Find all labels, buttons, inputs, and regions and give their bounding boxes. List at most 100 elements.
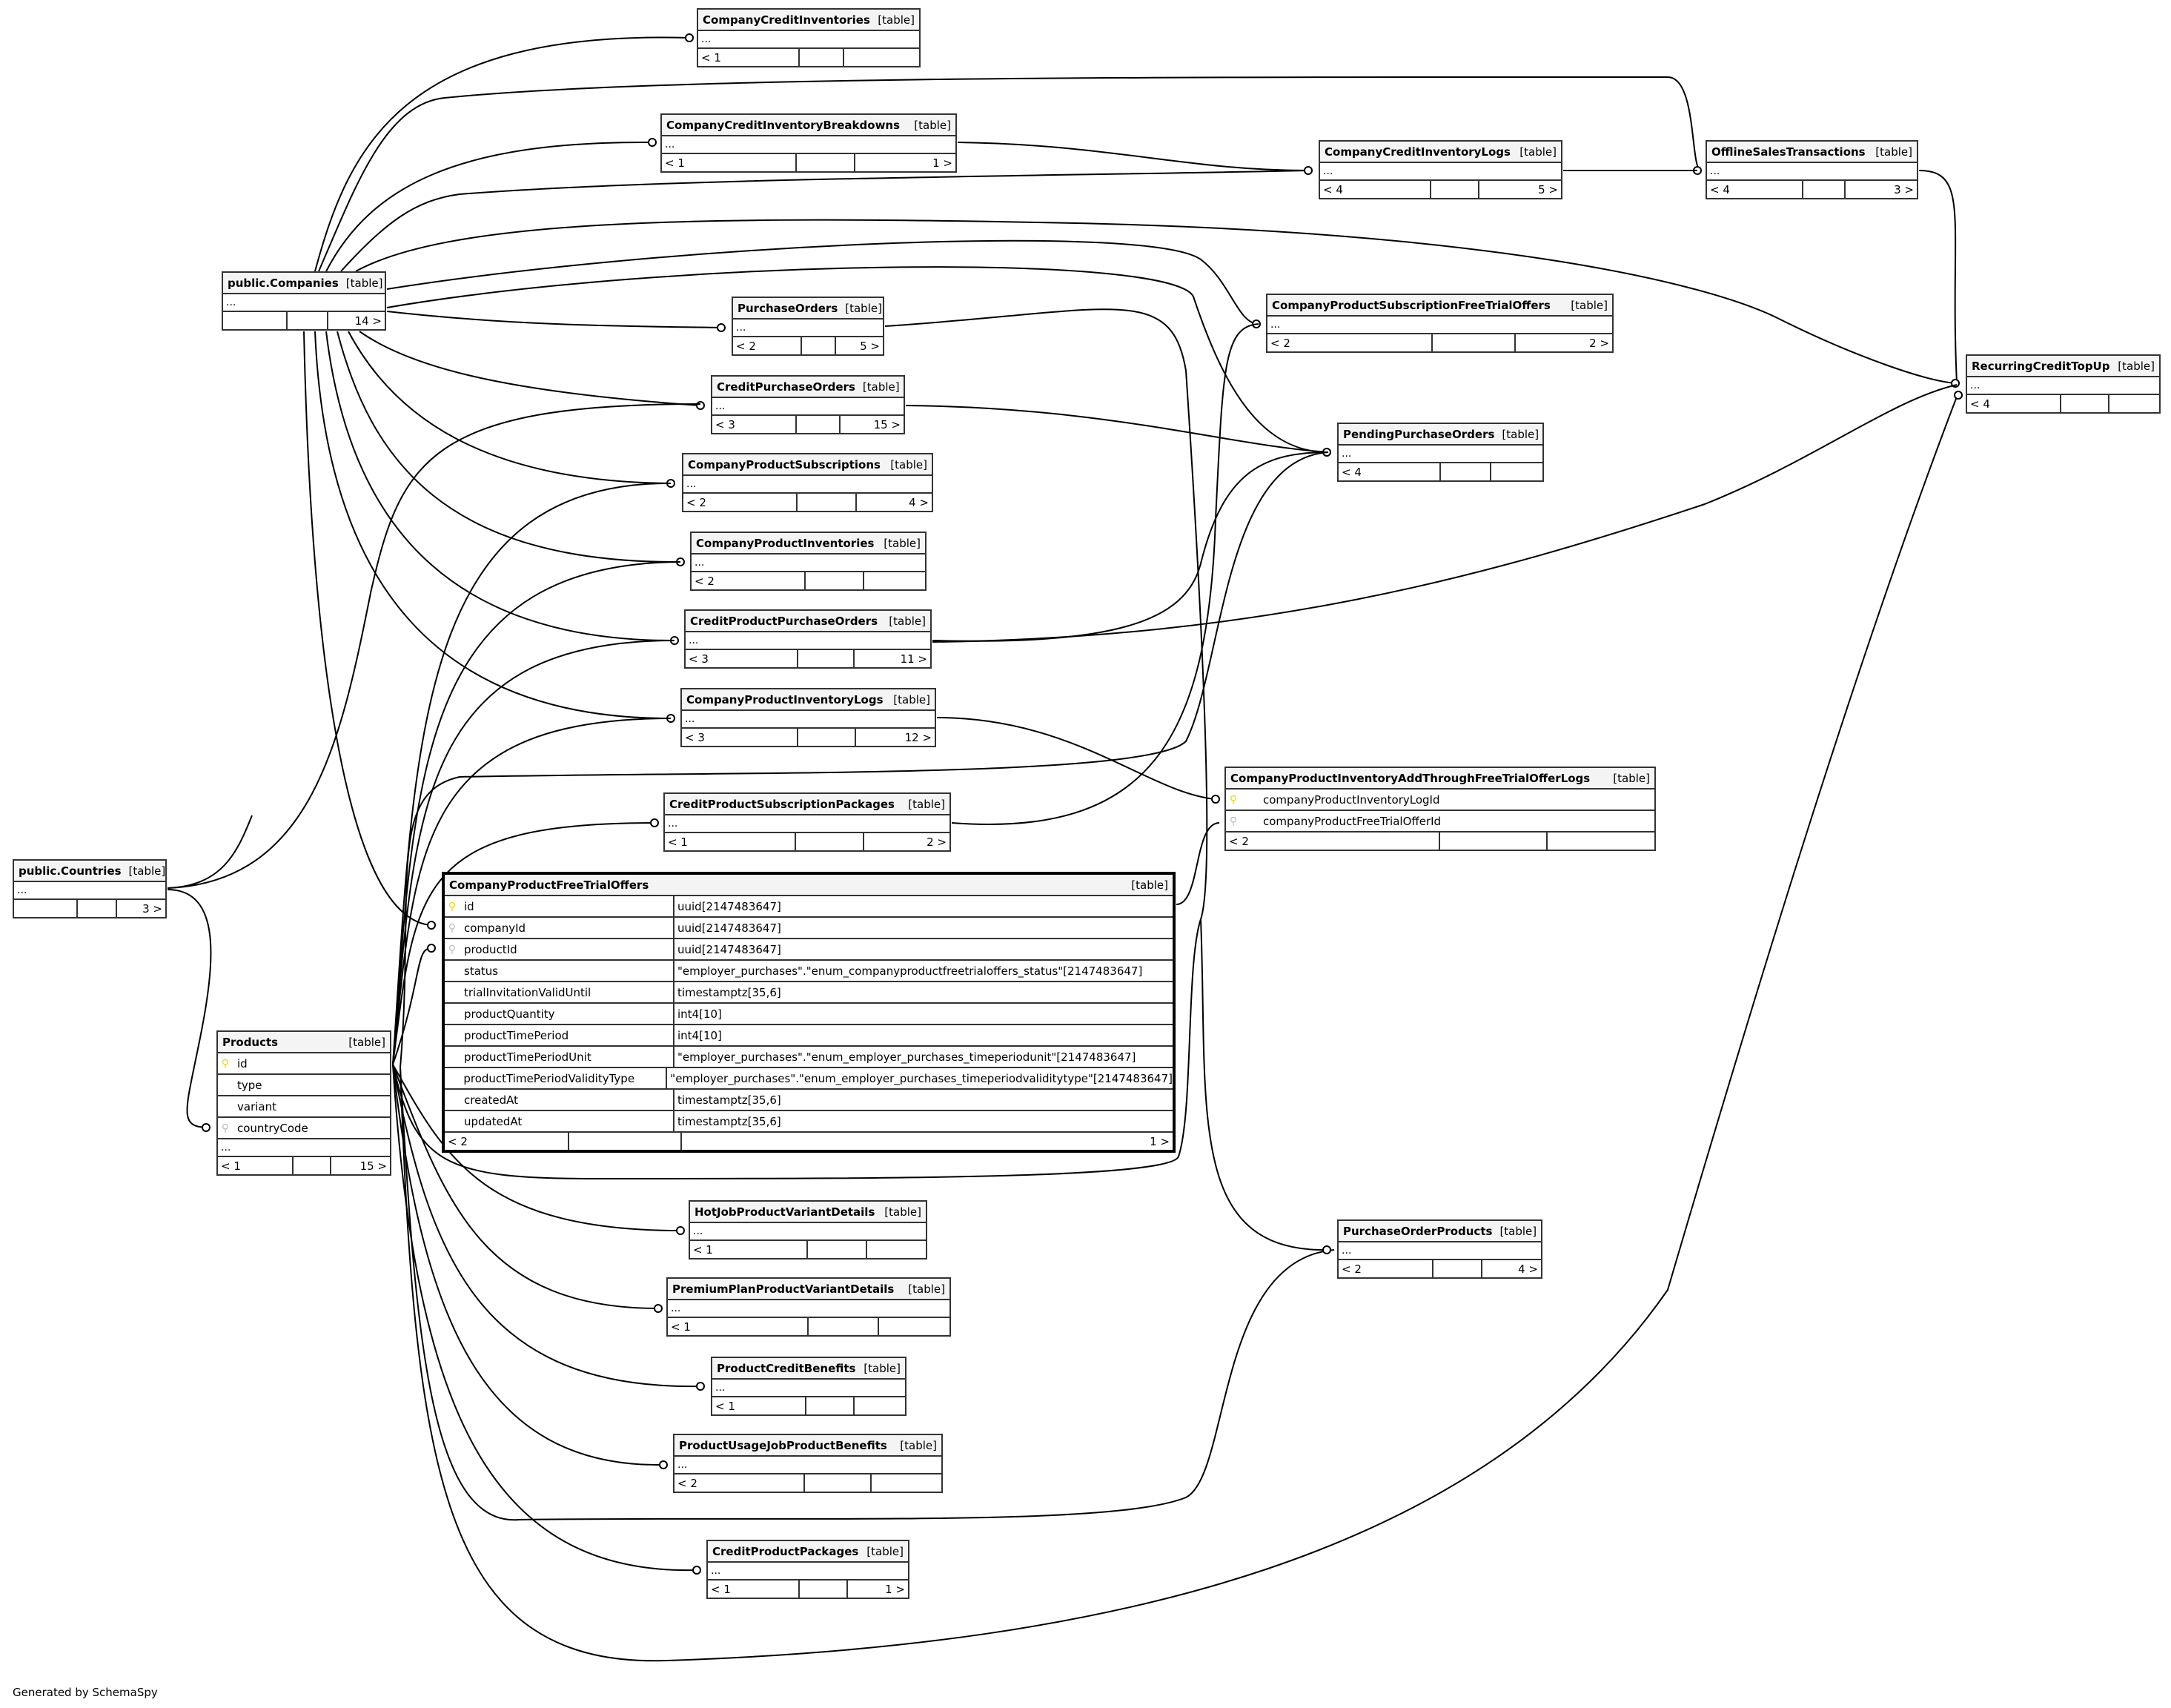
children-count[interactable]: 1 > <box>1150 1134 1170 1148</box>
parents-count[interactable]: < 4 <box>1320 181 1431 198</box>
children-count[interactable] <box>867 1241 927 1258</box>
children-count[interactable] <box>872 1474 941 1492</box>
table-public-companies[interactable]: public.Companies[table] ... 14 > <box>222 271 386 331</box>
parents-count[interactable]: < 4 <box>1707 181 1804 198</box>
parents-count[interactable] <box>14 900 78 917</box>
table-company-credit-inventory-breakdowns[interactable]: CompanyCreditInventoryBreakdowns[table] … <box>660 113 957 173</box>
parents-count[interactable]: < 2 <box>1267 334 1433 351</box>
parents-count[interactable]: < 2 <box>733 337 802 354</box>
column-row[interactable]: ⚲companyProductFreeTrialOfferId <box>1226 811 1654 833</box>
parents-count[interactable]: < 1 <box>668 1318 809 1335</box>
table-company-credit-inventory-logs[interactable]: CompanyCreditInventoryLogs[table] ... < … <box>1319 140 1562 199</box>
column-row[interactable]: type <box>218 1075 390 1096</box>
parents-count[interactable]: < 4 <box>1967 395 2061 412</box>
parents-count[interactable]: < 3 <box>686 650 798 667</box>
children-count[interactable]: 1 > <box>932 156 952 170</box>
children-count[interactable]: 4 > <box>909 495 929 509</box>
table-company-credit-inventories[interactable]: CompanyCreditInventories[table] ... < 1 <box>697 8 921 67</box>
children-count[interactable]: 1 > <box>885 1582 905 1596</box>
columns-placeholder: ... <box>712 398 904 416</box>
children-count[interactable]: 4 > <box>1518 1262 1538 1276</box>
children-count[interactable]: 14 > <box>354 314 382 328</box>
parents-count[interactable]: < 1 <box>690 1241 808 1258</box>
children-count[interactable]: 3 > <box>1894 182 1914 196</box>
column-row[interactable]: ⚲companyProductInventoryLogId <box>1226 790 1654 811</box>
table-footer: < 4 <box>1967 395 2159 412</box>
children-count[interactable]: 2 > <box>1589 336 1609 350</box>
column-count <box>800 49 844 66</box>
table-pending-purchase-orders[interactable]: PendingPurchaseOrders[table] ... < 4 <box>1337 423 1544 482</box>
children-count[interactable] <box>2109 395 2159 412</box>
children-count[interactable]: 2 > <box>927 835 947 849</box>
column-row[interactable]: status"employer_purchases"."enum_company… <box>445 961 1173 982</box>
table-kind: [table] <box>890 457 927 471</box>
parents-count[interactable]: < 2 <box>445 1133 569 1150</box>
parents-count[interactable]: < 3 <box>682 729 798 746</box>
table-product-credit-benefits[interactable]: ProductCreditBenefits[table] ... < 1 <box>711 1357 906 1416</box>
table-recurring-credit-top-up[interactable]: RecurringCreditTopUp[table] ... < 4 <box>1966 354 2161 414</box>
parents-count[interactable]: < 1 <box>708 1580 801 1598</box>
column-row[interactable]: ⚲id <box>218 1053 390 1075</box>
children-count[interactable]: 15 > <box>873 417 901 431</box>
table-public-countries[interactable]: public.Countries[table] ... 3 > <box>13 859 167 918</box>
children-count[interactable]: 3 > <box>142 901 162 916</box>
parents-count[interactable]: < 1 <box>712 1397 807 1414</box>
children-count[interactable]: 15 > <box>359 1159 387 1173</box>
children-count[interactable]: 11 > <box>900 652 927 666</box>
children-count[interactable] <box>1548 833 1655 850</box>
parents-count[interactable]: < 2 <box>692 572 806 589</box>
children-count[interactable] <box>864 572 925 589</box>
table-hot-job-product-variant-details[interactable]: HotJobProductVariantDetails[table] ... <… <box>689 1200 927 1260</box>
parents-count[interactable]: < 1 <box>218 1157 294 1174</box>
children-count[interactable] <box>855 1397 905 1414</box>
children-count[interactable] <box>1491 463 1542 480</box>
table-premium-plan-product-variant-details[interactable]: PremiumPlanProductVariantDetails[table] … <box>666 1277 951 1337</box>
table-company-product-subscriptions[interactable]: CompanyProductSubscriptions[table] ... <… <box>682 453 933 512</box>
parents-count[interactable]: < 3 <box>712 416 797 433</box>
column-row[interactable]: productTimePeriodValidityType"employer_p… <box>445 1068 1173 1090</box>
children-count[interactable] <box>844 49 919 66</box>
children-count[interactable]: 5 > <box>1538 182 1558 196</box>
table-kind: [table] <box>914 118 951 132</box>
children-count[interactable]: 12 > <box>904 730 932 744</box>
parents-count[interactable]: < 2 <box>1339 1260 1434 1277</box>
table-credit-product-subscription-packages[interactable]: CreditProductSubscriptionPackages[table]… <box>663 792 951 852</box>
column-row[interactable]: variant <box>218 1096 390 1118</box>
parents-count[interactable]: < 1 <box>665 833 796 850</box>
column-row[interactable]: ⚲countryCode <box>218 1118 390 1139</box>
column-row[interactable]: productTimePeriodUnit"employer_purchases… <box>445 1047 1173 1068</box>
parents-count[interactable]: < 1 <box>698 49 801 66</box>
parents-count[interactable]: < 1 <box>662 154 798 171</box>
children-count[interactable]: 5 > <box>860 339 880 353</box>
table-company-product-free-trial-offers[interactable]: CompanyProductFreeTrialOffers[table] ⚲id… <box>442 872 1176 1153</box>
table-company-product-inventory-add-through-free-trial-offer-logs[interactable]: CompanyProductInventoryAddThroughFreeTri… <box>1224 767 1656 851</box>
table-company-product-inventory-logs[interactable]: CompanyProductInventoryLogs[table] ... <… <box>680 688 936 747</box>
parents-count[interactable] <box>223 312 288 329</box>
table-product-usage-job-product-benefits[interactable]: ProductUsageJobProductBenefits[table] ..… <box>673 1434 943 1493</box>
table-company-product-subscription-free-trial-offers[interactable]: CompanyProductSubscriptionFreeTrialOffer… <box>1266 294 1614 353</box>
edge-cppurch-pending <box>932 451 1329 642</box>
parents-count[interactable]: < 2 <box>683 494 798 511</box>
table-company-product-inventories[interactable]: CompanyProductInventories[table] ... < 2 <box>690 532 927 591</box>
parents-count[interactable]: < 4 <box>1339 463 1441 480</box>
table-credit-product-purchase-orders[interactable]: CreditProductPurchaseOrders[table] ... <… <box>684 609 932 669</box>
children-count[interactable] <box>879 1318 949 1335</box>
edge-products-cpinv <box>392 561 681 1065</box>
parents-count[interactable]: < 2 <box>1226 833 1440 850</box>
edge-companies-offlinesales <box>318 76 1702 272</box>
parents-count[interactable]: < 2 <box>674 1474 806 1492</box>
